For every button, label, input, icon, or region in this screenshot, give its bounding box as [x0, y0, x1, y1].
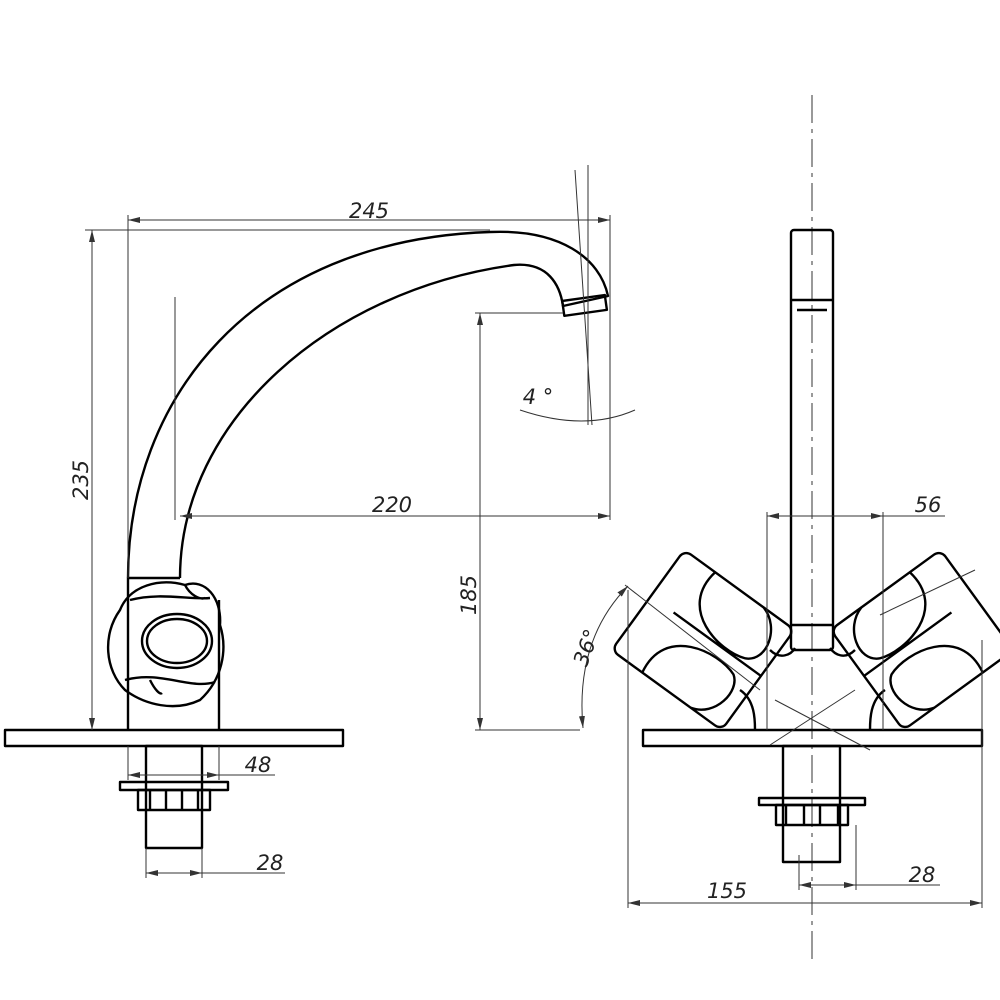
extension-lines-front — [624, 512, 983, 908]
label-4deg: 4 ° — [523, 385, 554, 409]
body-front — [739, 647, 886, 731]
side-view: 245 235 220 185 4 ° 48 28 — [3, 165, 636, 878]
right-handle — [832, 551, 1000, 729]
knob — [107, 581, 225, 708]
label-235: 235 — [69, 460, 93, 500]
left-handle — [613, 551, 793, 729]
label-48: 48 — [245, 753, 272, 777]
spout — [126, 230, 610, 579]
knob-cap-outer — [140, 612, 214, 670]
spout-details — [791, 298, 833, 627]
label-245: 245 — [349, 199, 389, 223]
spout-front — [789, 228, 835, 652]
dim-arc-36deg — [578, 585, 629, 729]
front-view: 56 155 28 36° — [569, 95, 1000, 960]
base-plate — [3, 728, 345, 748]
label-28-right: 28 — [909, 863, 936, 887]
nut-ribs — [148, 790, 200, 810]
nut-ribs-front — [784, 805, 840, 825]
label-155: 155 — [707, 879, 747, 903]
label-36deg: 36° — [569, 626, 604, 669]
nut-front — [774, 803, 850, 827]
knob-waves — [124, 584, 216, 695]
label-28-left: 28 — [257, 851, 284, 875]
dim-arc-4deg — [519, 409, 636, 422]
knob-cap-inner — [145, 617, 209, 665]
nut — [136, 788, 212, 812]
label-56: 56 — [915, 493, 942, 517]
stem — [144, 744, 204, 850]
label-185: 185 — [457, 575, 481, 615]
label-220: 220 — [372, 493, 412, 517]
extension-lines — [85, 165, 611, 878]
